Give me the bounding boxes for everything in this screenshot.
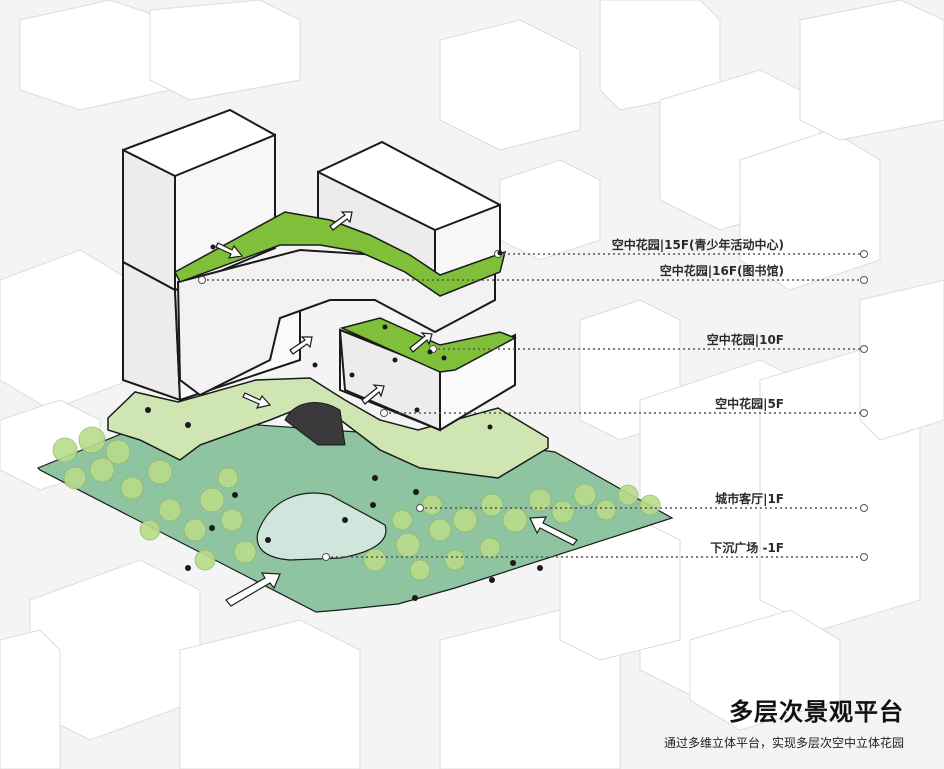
roof-garden-10f	[339, 317, 517, 373]
callout-label-15f: 空中花园|15F(青少年活动中心)	[611, 238, 784, 252]
diagram-title: 多层次景观平台	[729, 698, 904, 726]
diagram-subtitle: 通过多维立体平台，实现多层次空中立体花园	[663, 736, 904, 750]
callout-label-b1: 下沉广场 -1F	[710, 541, 784, 555]
arrow-icon	[361, 384, 385, 405]
callout-label-1f: 城市客厅|1F	[715, 492, 784, 506]
flow-arrows	[215, 211, 578, 607]
platform-5f	[107, 377, 549, 479]
callout-label-10f: 空中花园|10F	[706, 333, 784, 347]
arrow-icon	[215, 242, 244, 259]
arrow-icon	[289, 336, 313, 355]
arrow-icon	[409, 332, 433, 353]
leader-lines	[202, 253, 864, 558]
callout-label-16f: 空中花园|16F(图书馆)	[659, 264, 784, 278]
leader-dots	[198, 250, 868, 561]
sunken-plaza	[256, 492, 387, 561]
arrow-icon	[225, 572, 281, 607]
arrow-icon	[529, 516, 578, 546]
arrow-icon	[242, 392, 272, 409]
callout-label-5f: 空中花园|5F	[715, 397, 784, 411]
people	[145, 244, 543, 601]
roof-garden-16f	[174, 211, 507, 297]
ground-arch	[284, 402, 346, 446]
arrow-icon	[329, 211, 353, 231]
trees	[52, 426, 661, 581]
